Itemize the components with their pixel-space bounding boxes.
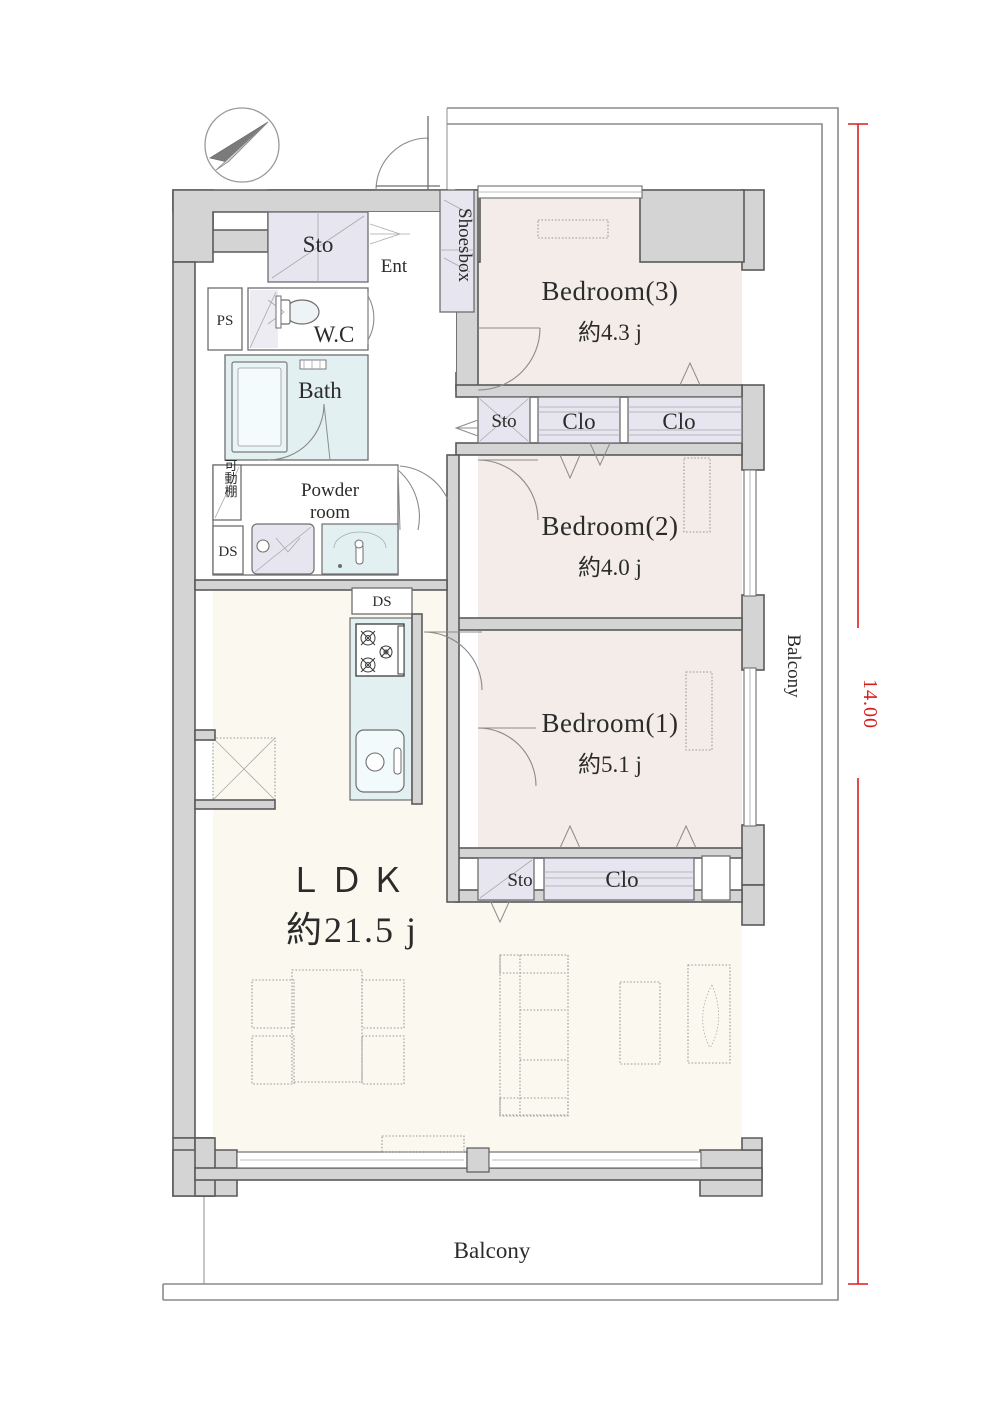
dining-chair-1: [251, 979, 295, 1029]
balcony-bottom-label: Balcony: [454, 1238, 531, 1263]
shoesbox-box: [440, 190, 474, 312]
ps-label: PS: [217, 313, 234, 329]
clo-bed3-b-label: Clo: [662, 409, 695, 434]
balcony-divider-lines: [203, 108, 448, 1284]
furniture-layout: [251, 219, 731, 1153]
clo-bed1-label: Clo: [605, 867, 638, 892]
bedroom3-area: 約4.3 j: [578, 320, 642, 345]
ldk-area: 約21.5 j: [286, 910, 418, 950]
balcony-right-label: Balcony: [783, 634, 804, 698]
ps-box: [208, 288, 242, 350]
movable-shelf-label: 可動棚: [223, 459, 238, 498]
dining-chair-4: [361, 1035, 405, 1085]
bedroom-doors: [477, 327, 581, 787]
tv-board-furniture: [381, 1135, 465, 1153]
ldk-builtin-cabinet: [194, 729, 276, 810]
powder-room-label-1: Powder: [301, 480, 360, 501]
dimension-label: 14.00: [859, 679, 881, 729]
sto-bed3-label: Sto: [491, 411, 516, 432]
dining-chair-3: [361, 979, 405, 1029]
bedroom3-name: Bedroom(3): [542, 276, 679, 306]
bedroom2-area: 約4.0 j: [578, 555, 642, 580]
ds-left-box: [213, 526, 243, 574]
north-arrow-icon: [204, 107, 280, 183]
room-labels: Bedroom(3) 約4.3 j Bedroom(2) 約4.0 j Bedr…: [217, 208, 804, 1263]
closet-row-lower: [477, 824, 731, 924]
ent-label: Ent: [381, 256, 408, 277]
ds-kitchen-label: DS: [372, 594, 391, 610]
clo-bed1-box: [544, 858, 694, 900]
closet-row-upper: [454, 361, 743, 467]
bed1-furniture: [685, 671, 713, 751]
bed3-furniture: [537, 219, 609, 239]
dimension-14: 14.00: [840, 123, 881, 1285]
lower-right-niche: [702, 856, 730, 900]
shoesbox-label: Shoesbox: [454, 208, 475, 282]
bedroom1-area: 約5.1 j: [578, 752, 642, 777]
sto-entry-label: Sto: [303, 232, 334, 257]
bedroom2-name: Bedroom(2): [542, 511, 679, 541]
bedroom1-floor: [478, 630, 742, 848]
dining-chair-2: [251, 1035, 295, 1085]
bedroom1-name: Bedroom(1): [542, 708, 679, 738]
site-outline: [162, 107, 839, 1301]
entry-service-zone: [207, 116, 475, 576]
wc-label: W.C: [314, 322, 355, 347]
bedroom2-floor: [478, 455, 742, 625]
clo-bed3-a-label: Clo: [562, 409, 595, 434]
bed2-furniture: [683, 457, 711, 533]
sto-bed1-label: Sto: [507, 870, 532, 891]
bath-label: Bath: [298, 378, 342, 403]
windows: [236, 185, 757, 1173]
ds-kitchen-box: [352, 588, 412, 614]
ds-left-label: DS: [218, 544, 237, 560]
plant-furniture: [687, 964, 731, 1064]
ldk-name: ＬＤＫ: [289, 863, 412, 900]
powder-room-label-2: room: [310, 502, 350, 523]
kitchen: [349, 587, 483, 805]
